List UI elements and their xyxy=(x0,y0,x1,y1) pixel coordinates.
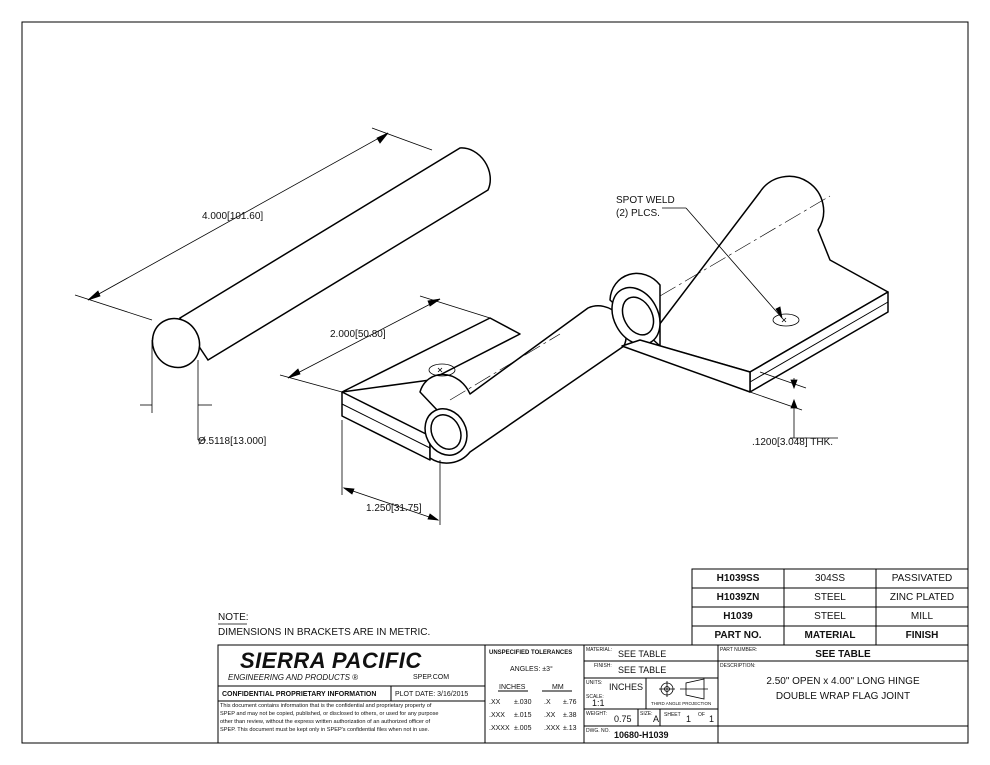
part-number-label: PART NUMBER: xyxy=(720,647,758,653)
of-label: OF xyxy=(698,712,705,718)
spot-weld-left xyxy=(428,363,456,377)
tol-row-1-mm-fmt: .X xyxy=(544,699,551,706)
tol-row-3-in-fmt: .XXXX xyxy=(489,725,510,732)
tol-row-3-mm-fmt: .XXX xyxy=(544,725,560,732)
rod-diameter-dimension xyxy=(140,340,212,441)
confidential-title: CONFIDENTIAL PROPRIETARY INFORMATION xyxy=(222,691,377,698)
leaf-depth-label: 1.250[31.75] xyxy=(366,503,422,514)
tol-row-1-mm-tol: ±.76 xyxy=(563,699,577,706)
rod-length-dimension xyxy=(74,127,433,321)
parts-row-2-part: H1039ZN xyxy=(716,592,760,603)
company-website: SPEP.COM xyxy=(413,674,450,681)
parts-row-3-material: STEEL xyxy=(814,611,846,622)
material-label: MATERIAL: xyxy=(586,647,613,653)
sheet-value: 1 xyxy=(686,714,692,724)
tol-row-2-mm-tol: ±.38 xyxy=(563,712,577,719)
scale-label: SCALE: xyxy=(586,694,604,700)
scale-value: 1:1 xyxy=(592,698,605,708)
tolerances-angles: ANGLES: ±3° xyxy=(510,666,553,673)
tol-row-1-in-tol: ±.030 xyxy=(514,699,532,706)
tol-row-2-in-tol: ±.015 xyxy=(514,712,532,719)
leaf-width-label: 2.000[50.80] xyxy=(330,329,386,340)
confidential-text-line2: SPEP and may not be copied, published, o… xyxy=(220,711,439,717)
leaf-width-dimension xyxy=(279,295,491,393)
material-value: SEE TABLE xyxy=(618,649,667,659)
note-text: DIMENSIONS IN BRACKETS ARE IN METRIC. xyxy=(218,627,431,638)
part-number-value: SEE TABLE xyxy=(815,649,871,660)
hinge-pin xyxy=(151,147,492,369)
finish-label: FINISH: xyxy=(594,663,612,669)
leaf-depth-dimension xyxy=(341,420,441,525)
parts-row-1-material: 304SS xyxy=(814,573,846,584)
parts-header-finish: FINISH xyxy=(905,630,939,641)
description-line2: DOUBLE WRAP FLAG JOINT xyxy=(775,691,911,702)
finish-value: SEE TABLE xyxy=(618,665,667,675)
parts-row-3-part: H1039 xyxy=(723,611,753,622)
size-value: A xyxy=(653,714,660,724)
parts-row-2-finish: ZINC PLATED xyxy=(889,592,955,603)
units-value: INCHES xyxy=(609,682,644,692)
tol-row-3-mm-tol: ±.13 xyxy=(563,725,577,732)
units-label: UNITS: xyxy=(586,680,603,686)
weight-label: WEIGHT: xyxy=(586,711,607,717)
confidential-text-line4: SPEP. This document must be kept only in… xyxy=(220,727,430,733)
tol-row-2-in-fmt: .XXX xyxy=(489,712,505,719)
parts-row-1-part: H1039SS xyxy=(716,573,760,584)
spot-weld-leader xyxy=(662,207,783,319)
spot-weld-callout-line1: SPOT WELD xyxy=(616,195,675,206)
projection-label: THIRD ANGLE PROJECTION xyxy=(651,701,712,706)
parts-row-3-finish: MILL xyxy=(910,611,934,622)
registered-mark: ® xyxy=(352,673,359,682)
third-angle-projection-symbol xyxy=(659,678,708,700)
tolerances-mm-header: MM xyxy=(552,684,564,691)
parts-row-1-finish: PASSIVATED xyxy=(891,573,953,584)
title-block-grid xyxy=(217,644,969,744)
company-subtitle: ENGINEERING AND PRODUCTS ® xyxy=(228,673,359,682)
tolerances-title: UNSPECIFIED TOLERANCES xyxy=(489,650,573,656)
rod-length-label: 4.000[101.60] xyxy=(202,211,264,222)
tol-row-3-in-tol: ±.005 xyxy=(514,725,532,732)
spot-weld-right xyxy=(772,313,800,327)
weight-value: 0.75 xyxy=(614,714,632,724)
thickness-dimension xyxy=(749,371,838,439)
tol-row-1-in-fmt: .XX xyxy=(489,699,501,706)
confidential-text-line1: This document contains information that … xyxy=(220,703,432,709)
confidential-text-line3: other than review, without the express w… xyxy=(220,719,431,725)
of-value: 1 xyxy=(709,714,715,724)
thickness-label: .1200[3.048] THK. xyxy=(752,437,834,448)
dwg-number: 10680-H1039 xyxy=(614,730,669,740)
dwg-label: DWG. NO. xyxy=(586,728,610,734)
parts-header-part: PART NO. xyxy=(714,630,762,641)
spot-weld-callout-line2: (2) PLCS. xyxy=(616,208,660,219)
rod-diameter-label: Ø.5118[13.000] xyxy=(198,436,267,447)
tol-row-2-mm-fmt: .XX xyxy=(544,712,556,719)
size-label: SIZE: xyxy=(640,711,653,717)
parts-row-2-material: STEEL xyxy=(814,592,846,603)
company-name: SIERRA PACIFIC xyxy=(240,648,422,673)
description-label: DESCRIPTION: xyxy=(720,663,756,669)
tolerances-inches-header: INCHES xyxy=(499,684,526,691)
parts-header-material: MATERIAL xyxy=(804,630,856,641)
note-heading: NOTE: xyxy=(218,612,249,623)
sheet-label: SHEET xyxy=(664,712,681,718)
description-line1: 2.50" OPEN x 4.00" LONG HINGE xyxy=(766,676,920,687)
plot-date: PLOT DATE: 3/16/2015 xyxy=(395,691,469,698)
